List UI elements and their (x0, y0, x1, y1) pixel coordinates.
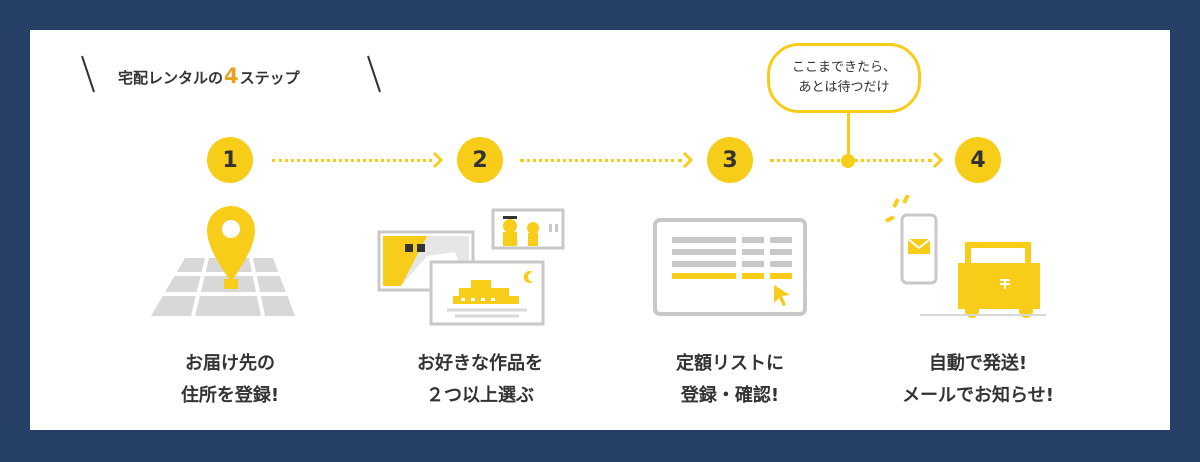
slash-decoration-left (81, 55, 95, 93)
callout-anchor-dot (841, 154, 855, 168)
map-pin-icon (151, 206, 295, 317)
step-number-4: 4 (955, 137, 1001, 183)
step-caption-4: 自動で発送! メールでお知らせ! (858, 348, 1098, 412)
step-caption-1: お届け先の 住所を登録! (110, 348, 350, 412)
delivery-truck-icon (885, 195, 1046, 318)
step-caption-3: 定額リストに 登録・確認! (610, 348, 850, 412)
step-3-line-2: 登録・確認! (680, 385, 780, 406)
chevron-right-icon (432, 151, 444, 169)
connector-2-3 (520, 159, 682, 162)
movie-posters-icon (377, 208, 565, 326)
heading-prefix: 宅配レンタルの (118, 69, 224, 87)
step-3-line-1: 定額リストに (676, 353, 784, 374)
wait-callout-bubble: ここまできたら、 あとは待つだけ (767, 43, 921, 113)
callout-line-1: ここまできたら、 (791, 60, 896, 75)
step-2-line-1: お好きな作品を (417, 353, 543, 374)
connector-1-2 (272, 159, 432, 162)
heading-step-count: 4 (224, 64, 239, 88)
callout-line-2: あとは待つだけ (798, 80, 890, 95)
step-2-line-2: ２つ以上選ぶ (426, 385, 534, 406)
step-4-line-2: メールでお知らせ! (902, 385, 1054, 406)
step-4-line-1: 自動で発送! (928, 353, 1028, 374)
chevron-right-icon (682, 151, 694, 169)
section-heading: 宅配レンタルの4ステップ (30, 30, 450, 130)
step-number-2: 2 (457, 137, 503, 183)
heading-suffix: ステップ (239, 69, 300, 87)
callout-stem (847, 112, 850, 160)
step-number-1: 1 (207, 137, 253, 183)
heading-title: 宅配レンタルの4ステップ (118, 64, 300, 88)
step-1-line-1: お届け先の (185, 353, 275, 374)
steps-card: 宅配レンタルの4ステップ ここまできたら、 あとは待つだけ 1 2 3 4 (30, 30, 1170, 430)
chevron-right-icon (932, 151, 944, 169)
step-number-3: 3 (707, 137, 753, 183)
slash-decoration-right (367, 55, 381, 93)
list-screen-icon (653, 218, 807, 316)
step-caption-2: お好きな作品を ２つ以上選ぶ (360, 348, 600, 412)
step-1-line-2: 住所を登録! (180, 385, 280, 406)
